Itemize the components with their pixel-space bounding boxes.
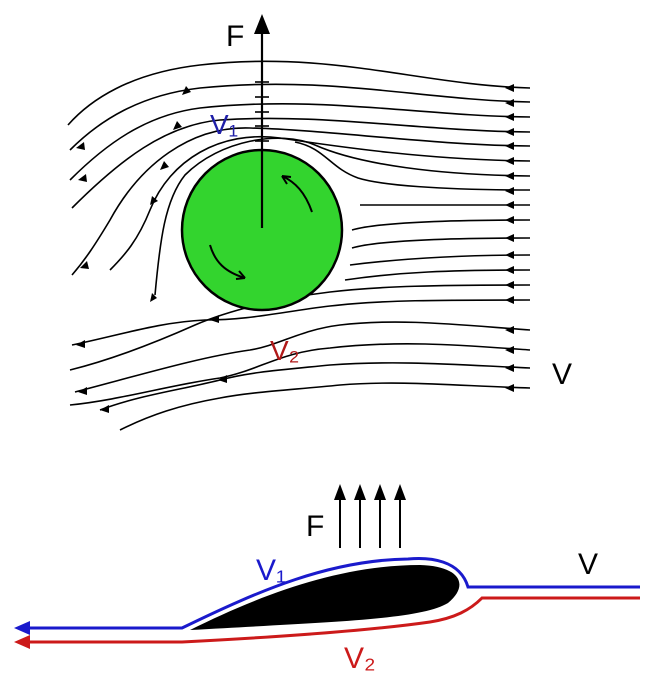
- magnus-diagram: F V₁ V₂ V: [67, 14, 572, 431]
- force-label: F: [226, 20, 244, 53]
- streamline-arrowheads: [76, 84, 514, 413]
- streamline: [69, 83, 531, 151]
- velocity-bottom-label: V₂: [270, 335, 300, 366]
- streamline: [71, 127, 531, 276]
- force-label: F: [306, 510, 324, 543]
- velocity-top-label: V₁: [256, 554, 286, 587]
- streamline: [351, 219, 531, 231]
- free-stream-label: V: [578, 548, 598, 581]
- streamline: [119, 382, 531, 431]
- lift-arrowheads: [334, 484, 406, 500]
- airfoil-diagram: F V₁ V₂ V: [14, 484, 640, 675]
- streamline: [109, 136, 531, 271]
- streamline: [154, 137, 531, 296]
- streamline: [349, 254, 531, 266]
- rotation-arrows: [209, 175, 313, 280]
- rotation-arrow-bottom: [209, 244, 246, 279]
- streamline: [71, 299, 531, 346]
- velocity-top-label: V₁: [210, 109, 238, 140]
- streamline: [67, 60, 531, 126]
- streamline: [344, 269, 531, 281]
- lower-streamline: [25, 596, 640, 644]
- lower-streamline-arrowhead: [14, 635, 30, 649]
- velocity-bottom-label: V₂: [344, 642, 376, 675]
- rotation-arrow-top: [281, 175, 313, 213]
- upper-streamline: [25, 557, 640, 630]
- streamline: [74, 321, 531, 393]
- streamline: [99, 362, 531, 411]
- upper-streamline-arrowhead: [14, 621, 30, 635]
- streamline: [69, 343, 531, 406]
- free-stream-label: V: [552, 358, 572, 391]
- lift-arrows: [339, 498, 401, 548]
- streamline: [351, 237, 531, 249]
- streamline: [71, 117, 531, 209]
- force-arrow: [254, 14, 270, 228]
- airfoil: [190, 565, 460, 630]
- streamline: [294, 141, 531, 191]
- streamline: [69, 103, 531, 181]
